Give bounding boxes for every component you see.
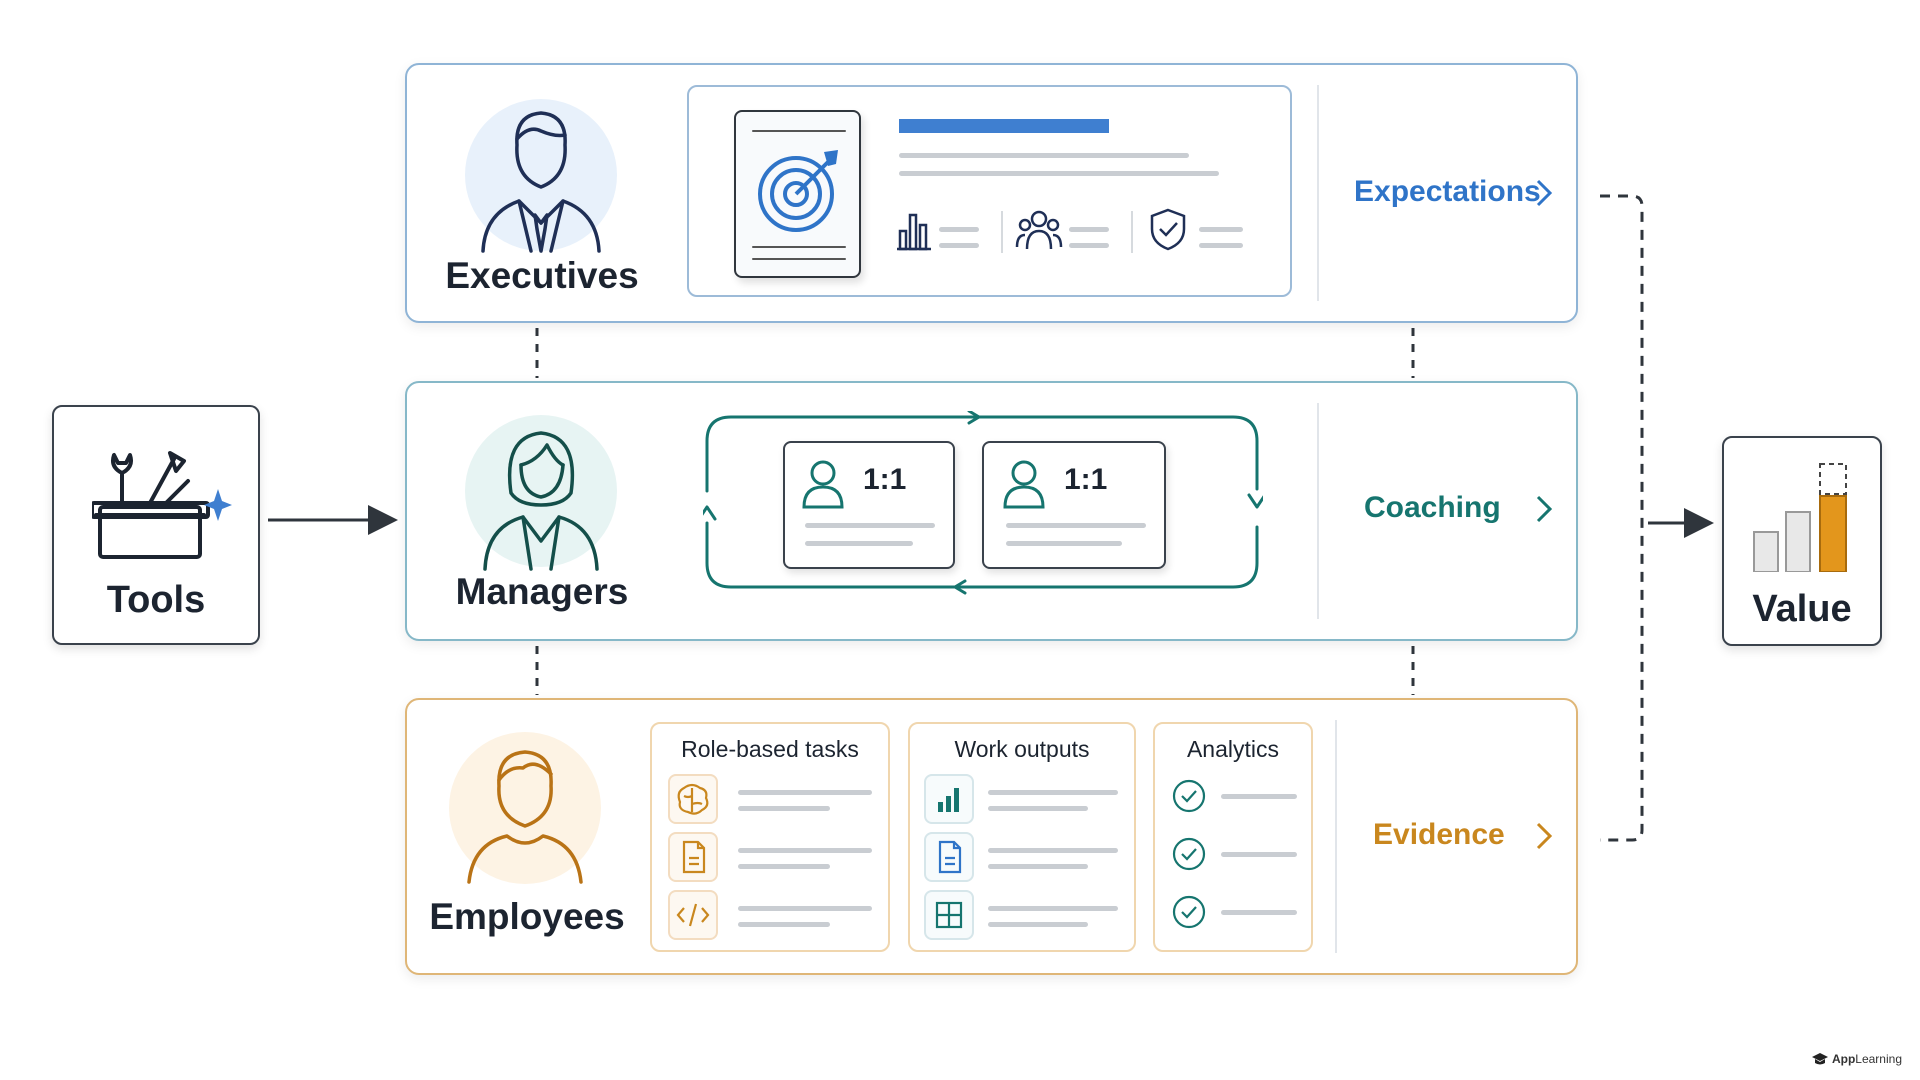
evidence-label: Evidence xyxy=(1373,818,1505,851)
document-icon xyxy=(668,832,718,882)
growth-bars-icon xyxy=(1753,463,1847,572)
role-based-tasks-panel: Role-based tasks xyxy=(650,722,890,952)
panel-heading: Analytics xyxy=(1186,736,1280,762)
bar-chart-icon xyxy=(924,774,974,824)
work-outputs-panel: Work outputs xyxy=(908,722,1136,952)
sparkle-icon xyxy=(204,489,232,521)
manager-avatar-icon xyxy=(483,431,599,571)
toolbox-icon xyxy=(92,451,232,559)
coaching-cycle-loop xyxy=(703,411,1263,595)
managers-label: Managers xyxy=(455,571,629,612)
highlight-bar xyxy=(899,119,1109,133)
shield-check-icon xyxy=(1150,208,1186,251)
check-circle-icon xyxy=(1172,779,1206,813)
document-icon xyxy=(924,832,974,882)
chevron-right-icon[interactable] xyxy=(1535,178,1553,208)
one-on-one-text: 1:1 xyxy=(863,463,907,496)
brand-logo: AppLearning xyxy=(1811,1052,1902,1066)
team-icon xyxy=(1015,210,1063,250)
goal-document xyxy=(734,110,861,278)
row-divider xyxy=(1317,403,1319,619)
brand-name-rest: Learning xyxy=(1855,1052,1902,1066)
table-icon xyxy=(924,890,974,940)
graduation-cap-icon xyxy=(1811,1053,1828,1065)
tools-box: Tools xyxy=(52,405,260,645)
value-label: Value xyxy=(1752,588,1852,630)
brand-name-bold: App xyxy=(1831,1052,1856,1066)
code-icon xyxy=(668,890,718,940)
tools-label: Tools xyxy=(106,579,206,621)
check-circle-icon xyxy=(1172,837,1206,871)
analytics-panel: Analytics xyxy=(1153,722,1313,952)
user-icon xyxy=(1003,460,1045,509)
check-circle-icon xyxy=(1172,895,1206,929)
coaching-label: Coaching xyxy=(1364,491,1501,524)
executive-avatar-icon xyxy=(481,111,601,253)
panel-heading: Role-based tasks xyxy=(681,736,859,762)
panel-heading: Work outputs xyxy=(954,736,1090,762)
expectations-label: Expectations xyxy=(1354,175,1541,208)
user-icon xyxy=(802,460,844,509)
expectations-card xyxy=(687,85,1292,297)
one-on-one-text: 1:1 xyxy=(1064,463,1108,496)
bar-chart-icon xyxy=(897,213,931,251)
executives-row: Executives xyxy=(405,63,1578,323)
row-divider xyxy=(1335,720,1337,953)
employees-row: Employees Role-based tasks Work outputs xyxy=(405,698,1578,975)
executives-label: Executives xyxy=(445,255,639,296)
row-divider xyxy=(1317,85,1319,301)
one-on-one-card: 1:1 xyxy=(982,441,1166,569)
chevron-right-icon[interactable] xyxy=(1535,494,1553,524)
outcome-bracket xyxy=(1600,194,1644,842)
one-on-one-card: 1:1 xyxy=(783,441,955,569)
managers-row: Managers 1:1 1:1 xyxy=(405,381,1578,641)
target-icon xyxy=(758,150,838,232)
employee-avatar-icon xyxy=(467,750,583,884)
employees-label: Employees xyxy=(429,896,625,937)
brain-icon xyxy=(668,774,718,824)
chevron-right-icon[interactable] xyxy=(1535,821,1553,851)
value-box: Value xyxy=(1722,436,1882,646)
